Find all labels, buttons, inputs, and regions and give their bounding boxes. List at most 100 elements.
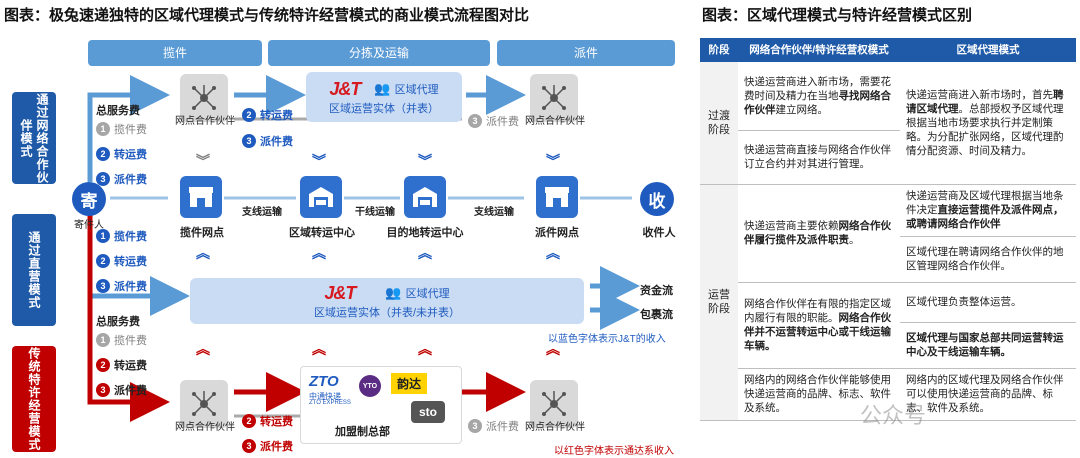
network-node-top-delivery: [530, 74, 578, 122]
left-title: 图表：极兔速递独特的区域代理模式与传统特许经营模式的商业模式流程图对比: [4, 7, 530, 24]
network-hub-icon: [542, 85, 566, 110]
dest-center-label: 目的地转运中心: [386, 227, 464, 239]
stage-transition: 过渡 阶段: [700, 62, 738, 185]
chevron-up-icon: ︽: [546, 341, 560, 357]
pickup-point-icon: [180, 176, 222, 218]
agent-label-mid: 区域代理: [405, 288, 450, 300]
cell-r3c2: 快递运营商及区域代理根据当地条件决定直接运营揽件及派件网点，或聘请网络合作伙伴: [900, 184, 1076, 237]
chevron-up-icon: ︽: [196, 245, 210, 261]
mode-network-partner: 通过网络合作伙伴模式: [12, 92, 56, 184]
chevron-down-icon: ︾: [546, 153, 560, 169]
cell-r5c1: 网络合作伙伴在有限的指定区域内履行有限的职能。网络合作伙伴并不运营转运中心或干线…: [738, 282, 900, 369]
entity-top-label: 区域运营实体（并表）: [329, 102, 439, 115]
store-icon: [545, 187, 569, 207]
chevron-up-icon: ︽: [546, 245, 560, 261]
parcel-flow-label: 包裹流: [640, 309, 673, 321]
note-red: 以红色字体表示通达系收入: [554, 446, 674, 457]
sender-icon: 寄: [72, 182, 106, 216]
entity-mid: J&T 👥区域代理 区域运营实体（并表/未并表）: [190, 278, 584, 324]
warehouse-icon: [309, 187, 333, 207]
header-agent: 区域代理模式: [900, 38, 1076, 62]
network-hub-icon: [542, 391, 566, 416]
delivery-point-label: 派件网点: [535, 227, 579, 239]
cell-r6c2: 区域代理与国家总部共同运营转运中心及干线运输车辆。: [900, 322, 1076, 369]
trunk-transport: 干线运输: [355, 207, 395, 218]
receiver-label: 收件人: [642, 227, 676, 239]
store-icon: [189, 187, 213, 207]
warehouse-icon: [413, 187, 437, 207]
pickup-point-label: 揽件网点: [180, 227, 224, 239]
yunda-logo: 韵达: [391, 373, 428, 394]
regional-center-icon: [300, 176, 342, 218]
network-node-bottom-delivery-label: 网点合作伙伴: [525, 422, 585, 433]
fee-bottom-total: 总服务费: [96, 316, 140, 328]
chevron-up-icon: ︽: [418, 341, 432, 357]
branch-transport-2: 支线运输: [474, 207, 514, 218]
right-title: 图表：区域代理模式与特许经营模式区别: [702, 7, 973, 24]
chevron-up-icon: ︽: [312, 245, 326, 261]
chevron-down-icon: ︾: [418, 153, 432, 169]
network-hub-icon: [192, 85, 216, 110]
chevron-up-icon: ︽: [418, 245, 432, 261]
cell-r1c2: 快递运营商进入新市场时，首先聘请区域代理。总部授权予区域代理根据当地市场要求执行…: [900, 62, 1076, 185]
network-node-top-delivery-label: 网点合作伙伴: [525, 116, 585, 127]
phase-pickup: 揽件: [88, 40, 262, 66]
header-stage: 阶段: [700, 38, 738, 62]
people-icon: 👥: [385, 285, 402, 300]
network-node-bottom-delivery: [530, 380, 578, 428]
agent-group-top: 👥区域代理: [374, 81, 438, 97]
chevron-up-icon: ︽: [196, 341, 210, 357]
cell-r3c1: 快递运营商主要依赖网络合作伙伴履行揽件及派件职责。: [738, 184, 900, 283]
chevron-down-icon: ︾: [312, 153, 326, 169]
agent-group-mid: 👥区域代理: [385, 285, 449, 301]
dest-center-icon: [404, 176, 446, 218]
cash-flow-label: 资金流: [640, 285, 673, 297]
chevron-down-icon: ︾: [196, 153, 210, 169]
delivery-point-icon: [536, 176, 578, 218]
agent-label-top: 区域代理: [394, 84, 439, 96]
branch-transport-1: 支线运输: [242, 207, 282, 218]
network-node-bottom-pickup: [180, 380, 228, 428]
receiver-icon: 收: [640, 182, 674, 216]
note-blue: 以蓝色字体表示J&T的收入: [548, 334, 666, 345]
jt-logo: J&T: [324, 282, 356, 303]
phase-delivery: 派件: [497, 40, 675, 66]
chevron-up-icon: ︽: [312, 341, 326, 357]
jt-logo: J&T: [329, 78, 361, 99]
cell-r7c2: 网络内的区域代理及网络合作伙伴可以使用快递运营商的品牌、标志、软件及系统。: [900, 368, 1076, 421]
stage-operation: 运营 阶段: [700, 184, 738, 421]
network-node-bottom-pickup-label: 网点合作伙伴: [175, 422, 235, 433]
cell-r4c2: 区域代理在聘请网络合作伙伴的地区管理网络合作伙伴。: [900, 236, 1076, 283]
franchise-hq-label: 加盟制总部: [335, 426, 390, 438]
header-franchise: 网络合作伙伴/特许经营权模式: [738, 38, 900, 62]
network-hub-icon: [192, 391, 216, 416]
mode-franchise: 传统特许经营模式: [12, 346, 56, 452]
sto-logo: sto: [411, 401, 445, 423]
yto-logo: YTO: [359, 375, 381, 397]
zto-logo: ZTO: [309, 373, 339, 390]
mode-direct: 通过直营模式: [12, 214, 56, 326]
zto-cn: 中通快递: [309, 392, 341, 401]
network-node-top-pickup: [180, 74, 228, 122]
phase-sorting: 分拣及运输: [268, 40, 490, 66]
fee-top-total: 总服务费: [96, 105, 140, 117]
regional-center-label: 区域转运中心: [289, 227, 355, 239]
sender-label: 寄件人: [74, 220, 104, 231]
cell-r5c2: 区域代理负责整体运营。: [900, 282, 1076, 323]
entity-top: J&T 👥区域代理 区域运营实体（并表）: [306, 72, 462, 122]
cell-r7c1: 网络内的网络合作伙伴能够使用快递运营商的品牌、标志、软件及系统。: [738, 368, 900, 421]
